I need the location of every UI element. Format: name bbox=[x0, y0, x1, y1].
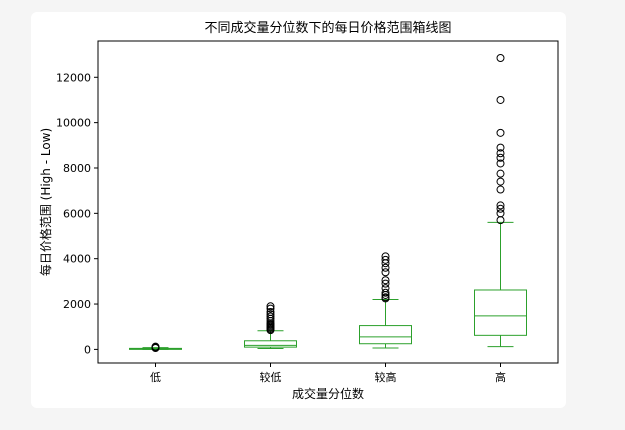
y-axis-title: 每日价格范围 (High - Low) bbox=[38, 128, 53, 276]
plot-frame bbox=[97, 40, 559, 364]
outlier-point bbox=[496, 201, 505, 210]
y-tick-label: 8000 bbox=[63, 162, 91, 175]
x-tick-label: 较高 bbox=[375, 370, 397, 384]
y-tick-label: 0 bbox=[84, 343, 91, 356]
outlier-point bbox=[496, 204, 505, 213]
outlier-point bbox=[496, 54, 505, 63]
chart-card bbox=[31, 12, 566, 408]
outlier-point bbox=[496, 209, 505, 218]
outlier-point bbox=[381, 288, 390, 297]
outlier-point bbox=[496, 128, 505, 137]
y-tick-label: 12000 bbox=[56, 71, 91, 84]
outlier-point bbox=[266, 302, 275, 311]
outlier-point bbox=[151, 342, 160, 351]
outlier-point bbox=[266, 312, 275, 321]
outlier-point bbox=[381, 255, 390, 264]
box-body bbox=[244, 340, 297, 348]
box-body bbox=[474, 289, 527, 336]
outlier-point bbox=[266, 307, 275, 316]
x-tick-label: 低 bbox=[150, 371, 161, 384]
chart-title: 不同成交量分位数下的每日价格范围箱线图 bbox=[204, 20, 451, 36]
box-body bbox=[359, 325, 412, 345]
outlier-point bbox=[266, 304, 275, 313]
outlier-point bbox=[381, 252, 390, 261]
y-tick-label: 4000 bbox=[63, 253, 91, 266]
outlier-point bbox=[496, 95, 505, 104]
y-tick-label: 6000 bbox=[63, 207, 91, 220]
outlier-point bbox=[496, 143, 505, 152]
y-tick-label: 10000 bbox=[56, 117, 91, 130]
outlier-point bbox=[496, 185, 505, 194]
outlier-point bbox=[381, 263, 390, 272]
x-tick-label: 高 bbox=[495, 370, 506, 384]
outlier-point bbox=[496, 177, 505, 186]
outlier-point bbox=[381, 293, 390, 302]
outlier-point bbox=[381, 276, 390, 285]
outlier-point bbox=[381, 284, 390, 293]
y-tick-label: 2000 bbox=[63, 298, 91, 311]
x-tick-label: 较低 bbox=[260, 370, 282, 384]
outlier-point bbox=[266, 310, 275, 319]
outlier-point bbox=[496, 169, 505, 178]
outlier-point bbox=[496, 153, 505, 162]
outlier-point bbox=[381, 279, 390, 288]
outlier-point bbox=[381, 268, 390, 277]
outlier-point bbox=[496, 149, 505, 158]
x-axis-title: 成交量分位数 bbox=[292, 386, 364, 401]
outlier-point bbox=[496, 159, 505, 168]
